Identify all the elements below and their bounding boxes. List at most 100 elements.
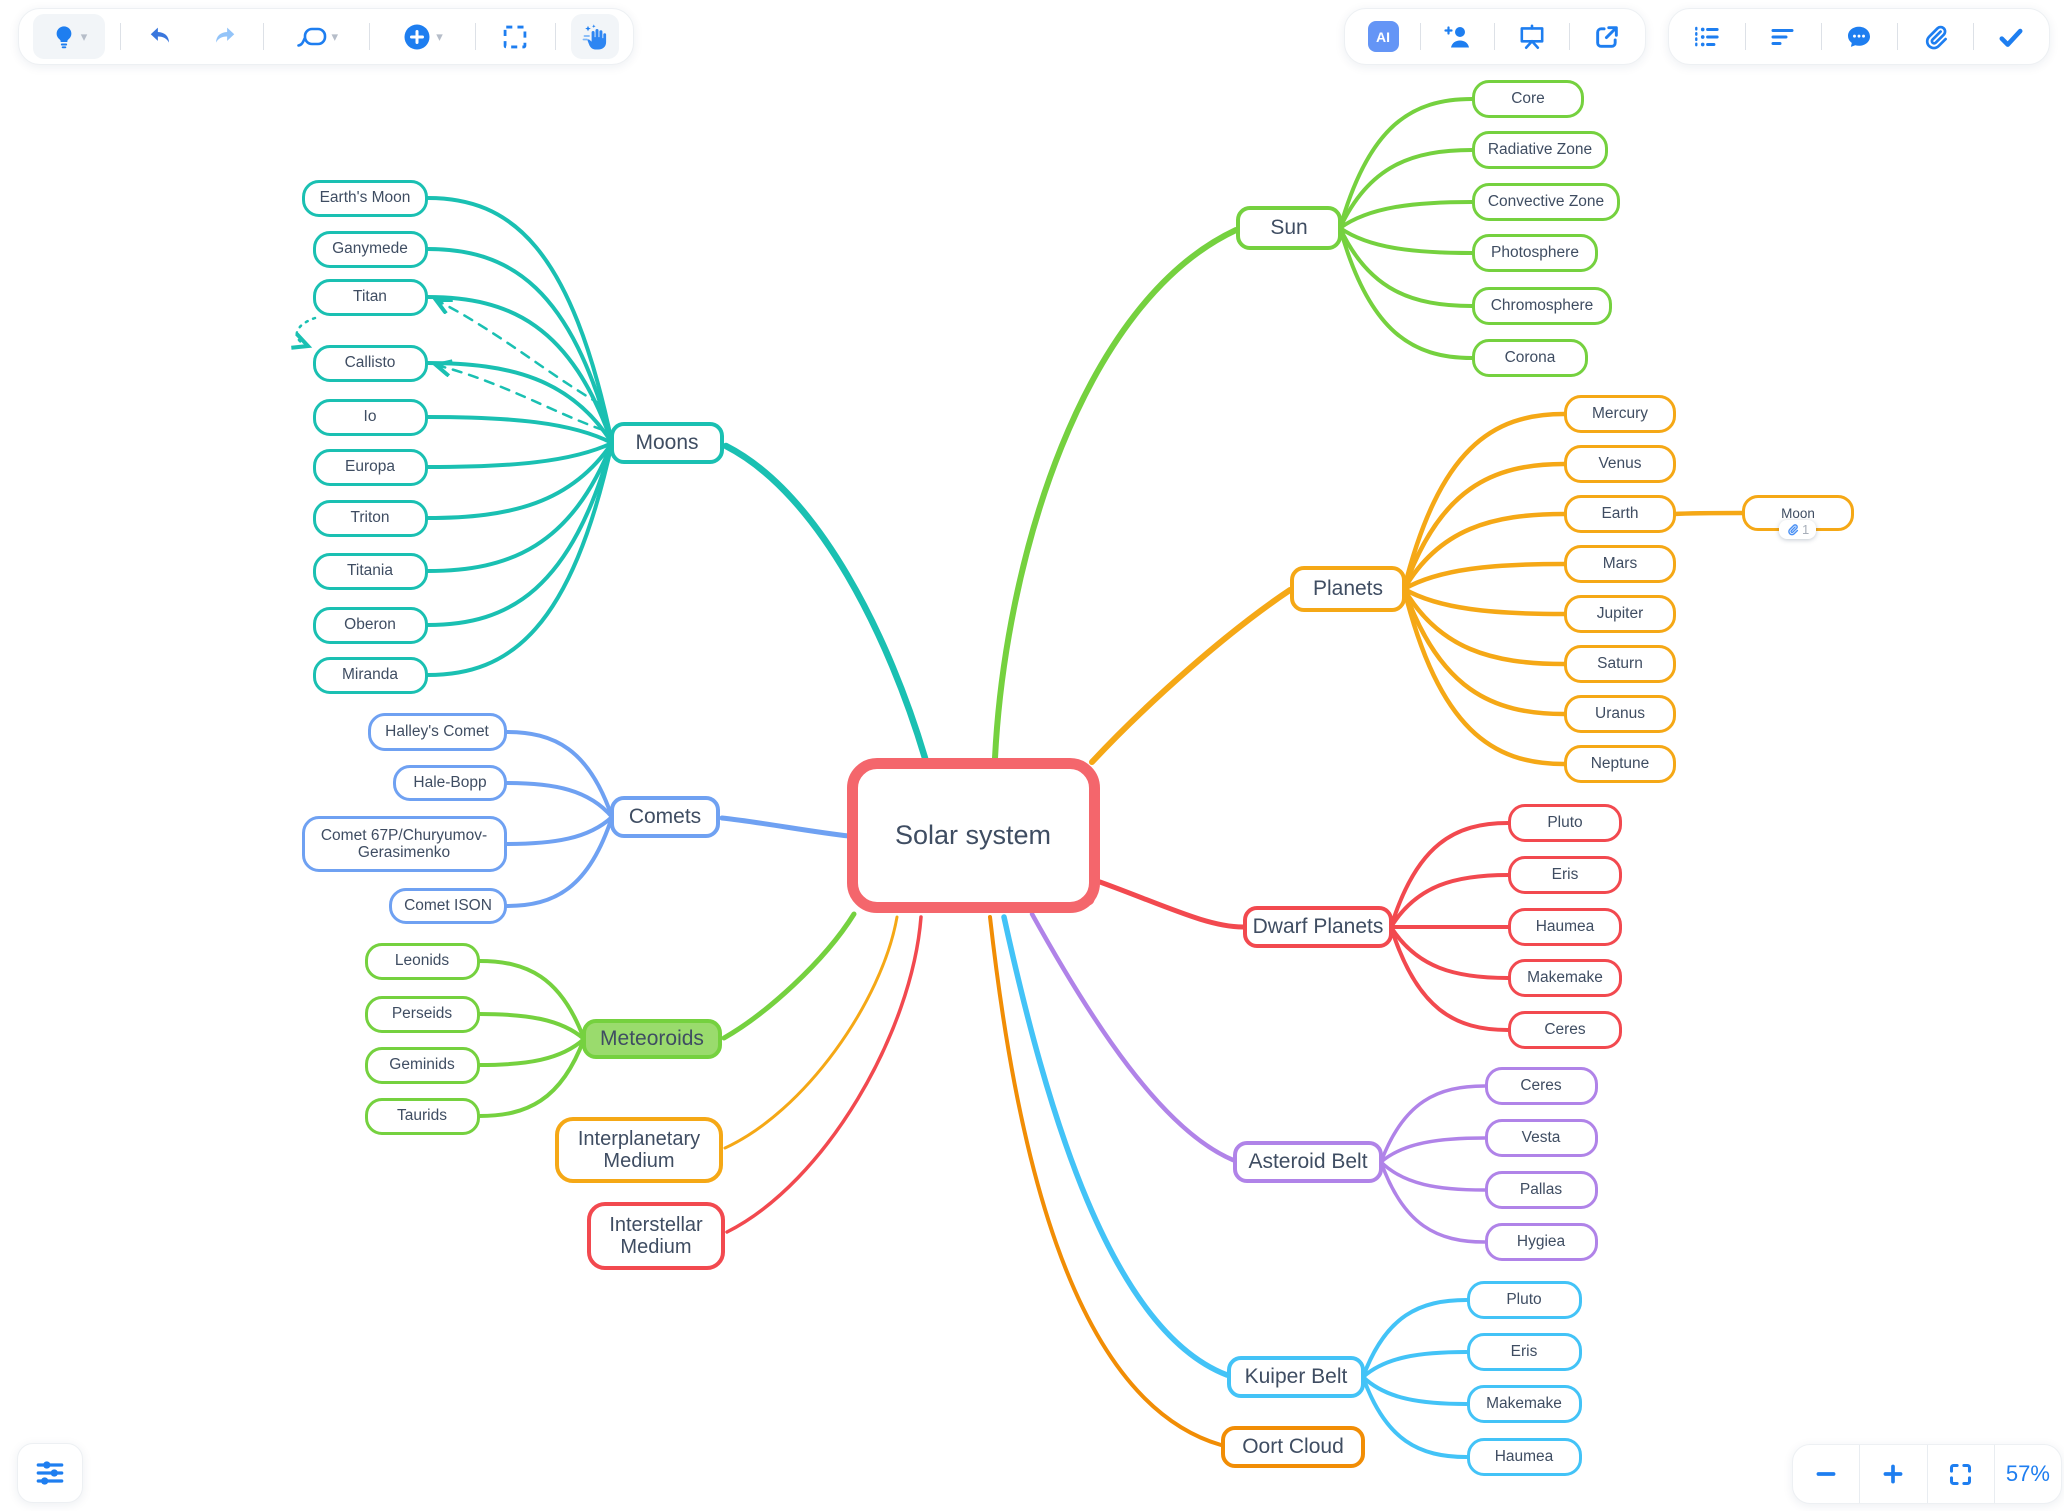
finish-button[interactable] [1987, 14, 2035, 59]
node-ab-hygiea[interactable]: Hygiea [1484, 1223, 1598, 1261]
node-dwarf-planets[interactable]: Dwarf Planets [1243, 906, 1393, 948]
node-titan[interactable]: Titan [312, 278, 428, 316]
node-corona[interactable]: Corona [1472, 339, 1588, 377]
node-earth[interactable]: Earth [1564, 495, 1676, 533]
node-label: Triton [350, 509, 390, 526]
node-planets[interactable]: Planets [1290, 566, 1406, 612]
zoom-in-button[interactable] [1859, 1445, 1926, 1503]
node-kb-makemake[interactable]: Makemake [1466, 1385, 1582, 1423]
node-taurids[interactable]: Taurids [364, 1097, 480, 1135]
attachment-badge[interactable]: 1 [1779, 520, 1817, 539]
zoom-out-button[interactable] [1793, 1445, 1859, 1503]
node-neptune[interactable]: Neptune [1564, 745, 1676, 783]
node-label: Titan [353, 288, 387, 305]
node-meteoroids[interactable]: Meteoroids [582, 1019, 722, 1059]
attachments-button[interactable] [1911, 14, 1959, 59]
ideas-button[interactable]: ▾ [33, 14, 105, 59]
node-venus[interactable]: Venus [1564, 445, 1676, 483]
node-mercury[interactable]: Mercury [1564, 395, 1676, 433]
node-label: Solar system [894, 819, 1052, 850]
toolbar-divider [263, 23, 265, 50]
node-dp-makemake[interactable]: Makemake [1508, 959, 1622, 997]
toolbar-divider [369, 23, 371, 50]
share-button[interactable] [1583, 14, 1631, 59]
node-jupiter[interactable]: Jupiter [1564, 595, 1676, 633]
node-earths-moon[interactable]: Earth's Moon [302, 179, 428, 217]
pan-mode-button[interactable] [570, 14, 619, 59]
node-uranus[interactable]: Uranus [1564, 695, 1676, 733]
node-dp-haumea[interactable]: Haumea [1508, 908, 1622, 946]
comment-bubble-icon [1848, 26, 1870, 47]
node-kb-eris[interactable]: Eris [1466, 1333, 1582, 1371]
node-label: Hygiea [1516, 1233, 1566, 1250]
fit-screen-button[interactable] [1926, 1445, 1994, 1503]
node-perseids[interactable]: Perseids [364, 995, 480, 1033]
node-saturn[interactable]: Saturn [1564, 645, 1676, 683]
node-chromosphere[interactable]: Chromosphere [1472, 287, 1612, 325]
redo-button[interactable] [200, 14, 248, 59]
node-ab-pallas[interactable]: Pallas [1484, 1171, 1598, 1209]
node-leonids[interactable]: Leonids [364, 942, 480, 980]
toolbar-divider [474, 23, 476, 50]
zoom-level[interactable]: 57% [1993, 1445, 2061, 1503]
topic-shape-icon [296, 27, 326, 47]
document-toolbar [1668, 8, 2050, 65]
node-europa[interactable]: Europa [312, 448, 428, 486]
node-hale-bopp[interactable]: Hale-Bopp [393, 765, 507, 801]
node-dp-ceres[interactable]: Ceres [1508, 1011, 1622, 1049]
node-interstellar-medium[interactable]: Interstellar Medium [587, 1202, 725, 1270]
node-label: Perseids [391, 1005, 453, 1022]
node-ab-ceres[interactable]: Ceres [1484, 1067, 1598, 1105]
node-kb-haumea[interactable]: Haumea [1466, 1438, 1582, 1476]
zoom-toolbar: 57% [1792, 1444, 2062, 1504]
node-kb-pluto[interactable]: Pluto [1466, 1281, 1582, 1319]
node-moons[interactable]: Moons [610, 422, 724, 464]
node-callisto[interactable]: Callisto [312, 344, 428, 382]
node-interplanetary-medium[interactable]: Interplanetary Medium [555, 1117, 723, 1183]
node-radiative-zone[interactable]: Radiative Zone [1472, 131, 1608, 169]
node-label: Io [363, 408, 377, 425]
add-topic-button[interactable]: ▾ [386, 14, 460, 59]
node-label: Planets [1312, 577, 1384, 600]
node-miranda[interactable]: Miranda [312, 656, 428, 694]
toolbar-divider [1569, 23, 1571, 50]
node-core[interactable]: Core [1472, 80, 1584, 118]
node-label: Miranda [342, 666, 398, 683]
node-mars[interactable]: Mars [1564, 545, 1676, 583]
node-ab-vesta[interactable]: Vesta [1484, 1119, 1598, 1157]
node-asteroid-belt[interactable]: Asteroid Belt [1233, 1141, 1383, 1183]
layout-button[interactable] [1759, 14, 1807, 59]
view-settings-button[interactable] [17, 1443, 83, 1503]
node-comet-67p[interactable]: Comet 67P/Churyumov-Gerasimenko [301, 816, 507, 872]
undo-button[interactable] [137, 14, 185, 59]
node-oberon[interactable]: Oberon [312, 606, 428, 644]
node-triton[interactable]: Triton [312, 499, 428, 537]
multi-select-button[interactable] [491, 14, 539, 59]
node-titania[interactable]: Titania [312, 552, 428, 590]
node-halleys-comet[interactable]: Halley's Comet [367, 713, 507, 751]
node-dp-eris[interactable]: Eris [1508, 856, 1622, 894]
ai-icon: AI [1367, 21, 1399, 52]
outline-button[interactable] [1683, 14, 1731, 59]
invite-button[interactable] [1434, 14, 1482, 59]
node-sun[interactable]: Sun [1236, 206, 1342, 250]
node-photosphere[interactable]: Photosphere [1472, 234, 1598, 272]
topic-style-button[interactable]: ▾ [280, 14, 354, 59]
node-oort-cloud[interactable]: Oort Cloud [1221, 1426, 1365, 1468]
node-label: Sun [1270, 216, 1308, 239]
ai-assistant-button[interactable]: AI [1359, 14, 1407, 59]
node-ganymede[interactable]: Ganymede [312, 230, 428, 268]
node-comets[interactable]: Comets [610, 796, 720, 838]
node-comet-ison[interactable]: Comet ISON [389, 888, 507, 924]
node-convective-zone[interactable]: Convective Zone [1472, 183, 1620, 221]
node-label: Meteoroids [600, 1027, 704, 1050]
node-label: Earth's Moon [319, 189, 411, 206]
present-button[interactable] [1508, 14, 1556, 59]
node-geminids[interactable]: Geminids [364, 1046, 480, 1084]
comments-button[interactable] [1835, 14, 1883, 59]
node-io[interactable]: Io [312, 398, 428, 436]
node-solar-system[interactable]: Solar system [846, 757, 1100, 913]
node-dp-pluto[interactable]: Pluto [1508, 804, 1622, 842]
node-kuiper-belt[interactable]: Kuiper Belt [1227, 1356, 1365, 1398]
